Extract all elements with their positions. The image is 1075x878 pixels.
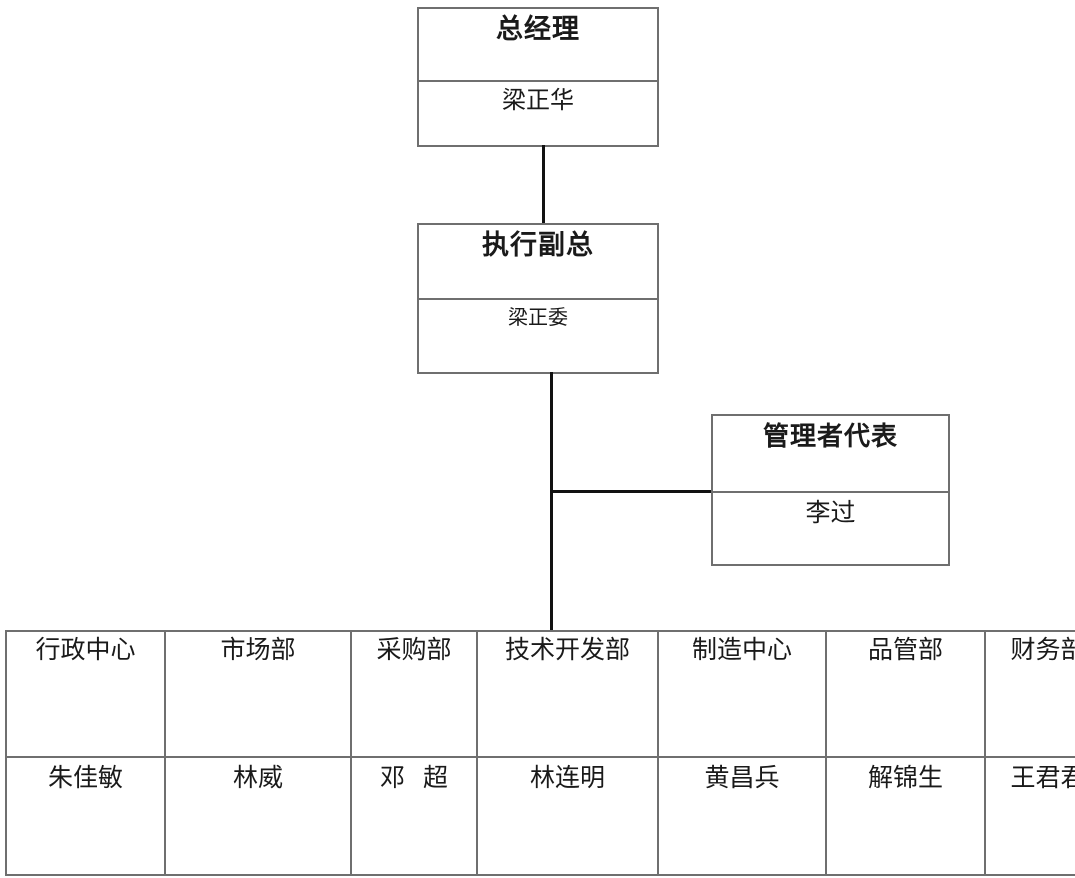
department-cell-marketing[interactable]: 市场部 — [164, 630, 352, 758]
department-cell-rnd[interactable]: 技术开发部 — [476, 630, 659, 758]
department-cell-manufacturing[interactable]: 制造中心 — [657, 630, 827, 758]
node-name-cell: 李过 — [713, 493, 948, 564]
connector-trunk-to-management-representative — [550, 490, 713, 493]
department-head-row: 朱佳敏 林威 邓超 林连明 黄昌兵 解锦生 王君君 — [5, 756, 1075, 876]
department-table: 行政中心 市场部 采购部 技术开发部 制造中心 品管部 财务部 朱佳敏 林威 邓… — [5, 630, 1075, 876]
node-title-cell: 执行副总 — [419, 225, 657, 300]
department-head-marketing[interactable]: 林威 — [164, 756, 352, 876]
node-management-representative[interactable]: 管理者代表 李过 — [711, 414, 950, 566]
department-head-manufacturing[interactable]: 黄昌兵 — [657, 756, 827, 876]
node-title: 总经理 — [496, 14, 580, 44]
department-head-rnd[interactable]: 林连明 — [476, 756, 659, 876]
department-head-finance[interactable]: 王君君 — [984, 756, 1075, 876]
node-title-cell: 管理者代表 — [713, 416, 948, 493]
node-person-name: 梁正委 — [508, 306, 568, 329]
department-cell-administration[interactable]: 行政中心 — [5, 630, 166, 758]
connector-evp-to-departments — [550, 372, 553, 632]
node-title-cell: 总经理 — [419, 9, 657, 82]
node-title: 执行副总 — [482, 230, 594, 260]
department-cell-finance[interactable]: 财务部 — [984, 630, 1075, 758]
node-person-name: 李过 — [805, 499, 856, 527]
node-executive-vice-president[interactable]: 执行副总 梁正委 — [417, 223, 659, 374]
department-head-quality[interactable]: 解锦生 — [825, 756, 986, 876]
node-name-cell: 梁正华 — [419, 82, 657, 145]
node-name-cell: 梁正委 — [419, 300, 657, 372]
node-person-name: 梁正华 — [502, 88, 574, 114]
department-cell-purchasing[interactable]: 采购部 — [350, 630, 478, 758]
node-general-manager[interactable]: 总经理 梁正华 — [417, 7, 659, 147]
connector-gm-to-evp — [542, 145, 545, 225]
department-head-administration[interactable]: 朱佳敏 — [5, 756, 166, 876]
department-head-purchasing[interactable]: 邓超 — [350, 756, 478, 876]
department-name-row: 行政中心 市场部 采购部 技术开发部 制造中心 品管部 财务部 — [5, 630, 1075, 758]
node-title: 管理者代表 — [762, 422, 898, 451]
department-cell-quality[interactable]: 品管部 — [825, 630, 986, 758]
